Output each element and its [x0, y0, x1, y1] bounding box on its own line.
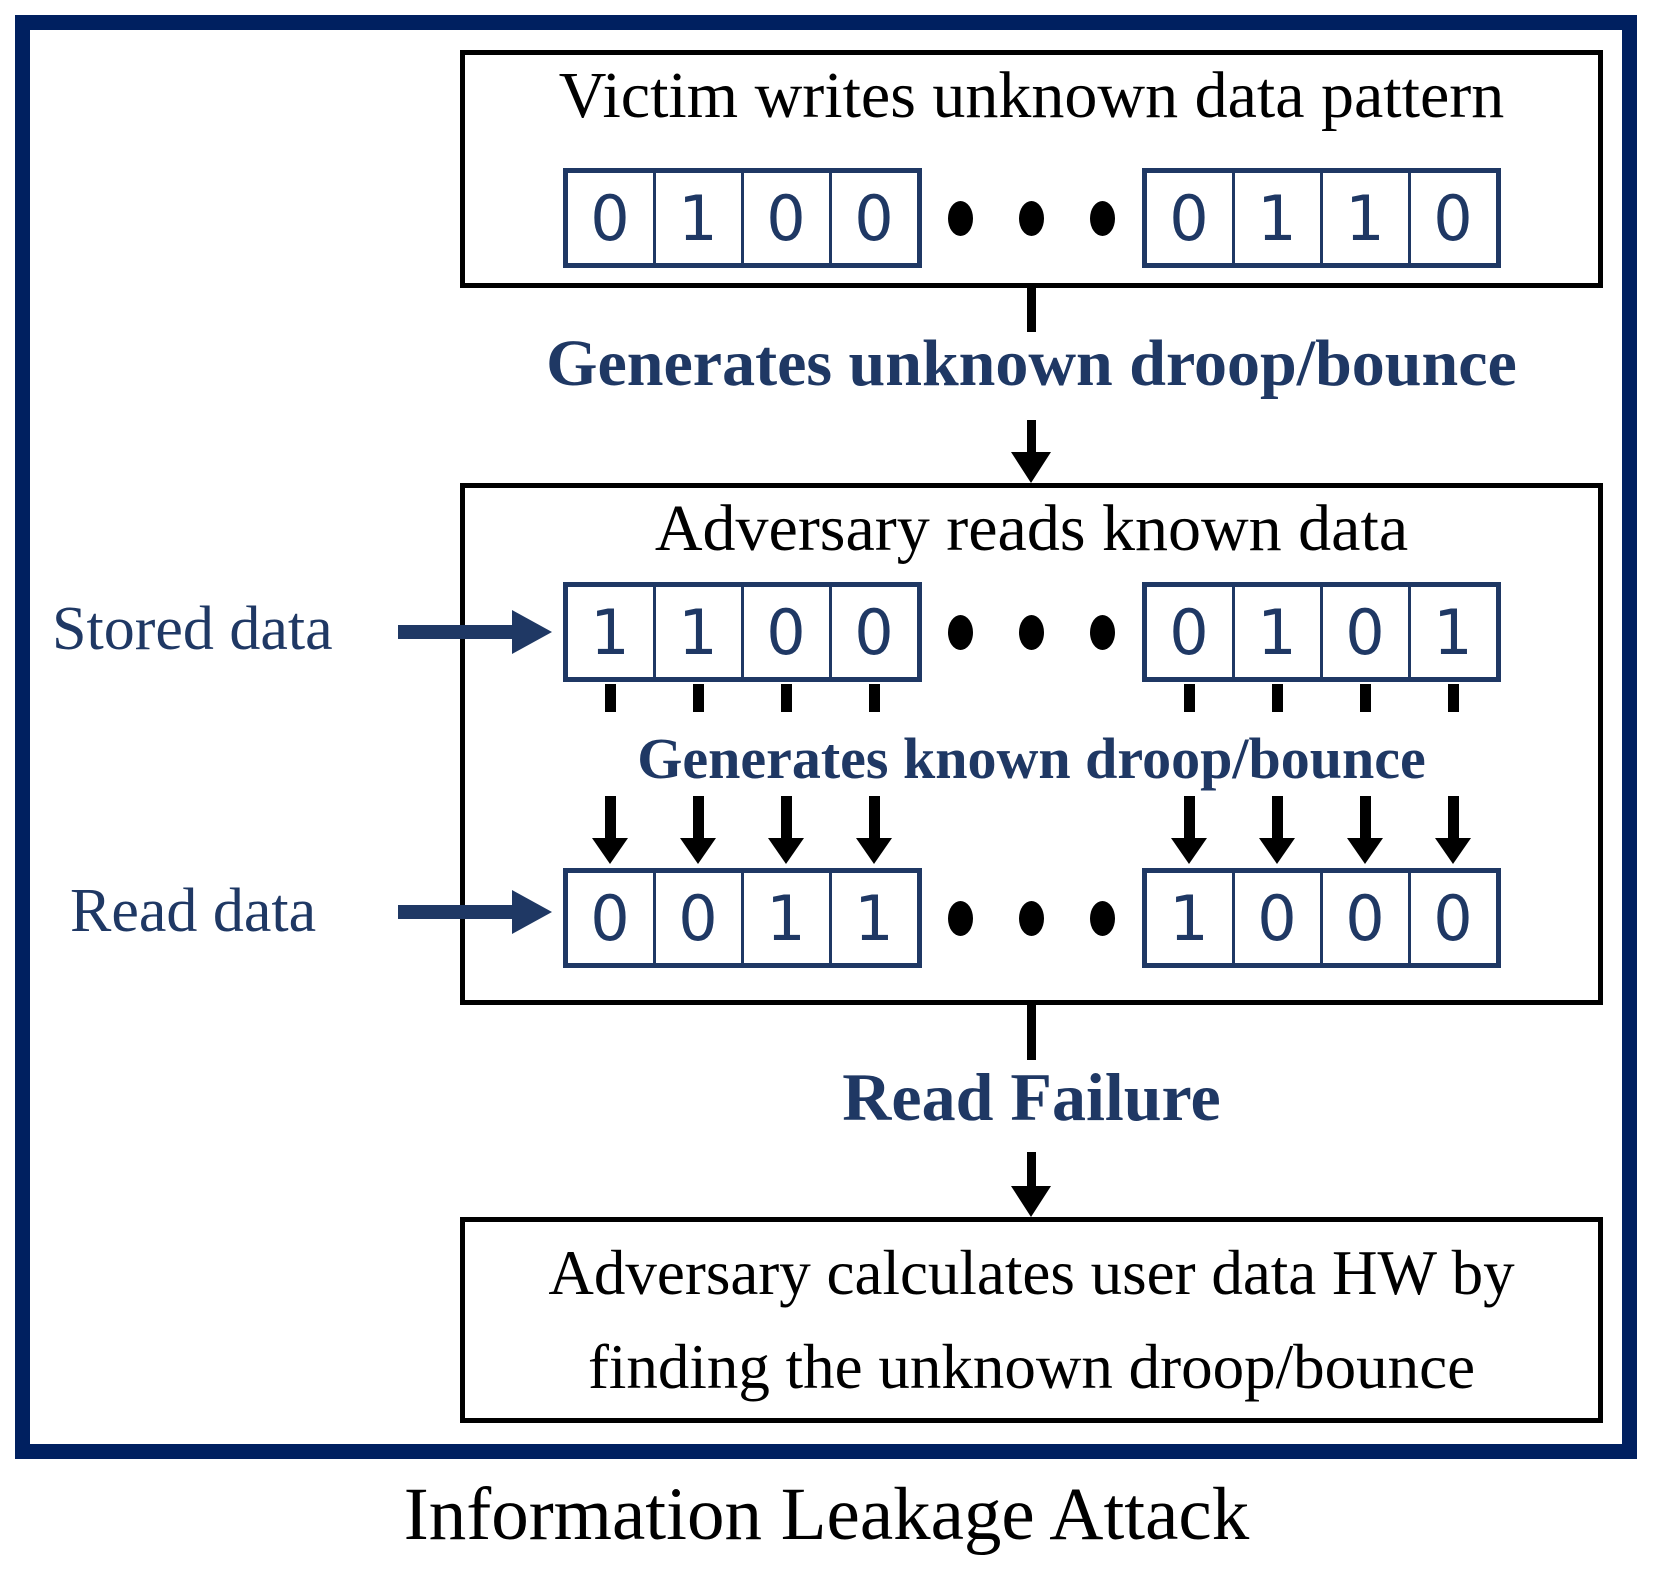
bit-cell: 0: [590, 181, 630, 255]
bit-cell: 0: [1407, 873, 1496, 963]
down-arrow-shaft: [1272, 796, 1283, 838]
bit-cell: 1: [740, 873, 829, 963]
tick-mark: [1272, 684, 1283, 712]
victim-bit-group-right: 0 1 1 0: [1141, 168, 1501, 268]
bit-cell: 1: [652, 173, 741, 263]
victim-bit-row: 0 1 0 0 0 1 1 0: [465, 168, 1598, 268]
bit-cell: 1: [1407, 587, 1496, 677]
tick-mark: [869, 684, 880, 712]
adversary-box: Adversary reads known data 1 1 0 0 0 1 0…: [460, 483, 1603, 1005]
dot: [1019, 200, 1044, 236]
dot: [1019, 900, 1044, 936]
bit-cell: 0: [652, 873, 741, 963]
bit-cell: 0: [1169, 595, 1209, 669]
result-line1: Adversary calculates user data HW by: [548, 1238, 1515, 1308]
dot: [948, 900, 973, 936]
bit-cell: 1: [1231, 587, 1320, 677]
flow1-arrowhead-icon: [1011, 452, 1051, 483]
result-box: Adversary calculates user data HW by fin…: [460, 1217, 1603, 1423]
bit-cell: 0: [740, 587, 829, 677]
bit-cell: 0: [1169, 181, 1209, 255]
bit-cell: 0: [590, 881, 630, 955]
stored-data-arrowhead-icon: [512, 610, 552, 654]
tick-mark: [1448, 684, 1459, 712]
bit-cell: 0: [1319, 873, 1408, 963]
down-arrowhead-icon: [856, 838, 892, 864]
read-bit-row: 0 0 1 1 1 0 0 0: [465, 868, 1598, 968]
down-arrowhead-icon: [592, 838, 628, 864]
stored-data-label: Stored data: [52, 595, 333, 663]
bit-cell: 0: [828, 173, 917, 263]
down-arrowhead-icon: [1171, 838, 1207, 864]
tick-mark: [781, 684, 792, 712]
bit-cell: 0: [1407, 173, 1496, 263]
tick-mark: [1360, 684, 1371, 712]
victim-box-title: Victim writes unknown data pattern: [558, 59, 1505, 132]
ellipsis-dots: [922, 900, 1142, 936]
read-data-label: Read data: [70, 877, 317, 945]
bit-cell: 1: [828, 873, 917, 963]
tick-mark: [605, 684, 616, 712]
stored-bit-group-left: 1 1 0 0: [562, 582, 922, 682]
bit-cell: 1: [1231, 173, 1320, 263]
flow2-arrowhead-icon: [1011, 1186, 1051, 1217]
down-arrowhead-icon: [1259, 838, 1295, 864]
known-droop-label: Generates known droop/bounce: [637, 726, 1426, 791]
stored-data-arrow-shaft: [398, 625, 514, 639]
adversary-box-title: Adversary reads known data: [654, 492, 1409, 565]
tick-mark: [693, 684, 704, 712]
flow2-arrow-shaft: [1027, 1152, 1036, 1188]
diagram-caption: Information Leakage Attack: [403, 1473, 1250, 1556]
outer-frame: [15, 15, 1637, 1459]
flow1-connector-line: [1027, 288, 1036, 332]
dot: [1090, 200, 1115, 236]
flow2-connector-line: [1027, 1005, 1036, 1060]
read-bit-group-left: 0 0 1 1: [562, 868, 922, 968]
bit-cell: 0: [1231, 873, 1320, 963]
down-arrowhead-icon: [768, 838, 804, 864]
result-line2: finding the unknown droop/bounce: [587, 1332, 1476, 1402]
stored-bit-row: 1 1 0 0 0 1 0 1: [465, 582, 1598, 682]
ellipsis-dots: [922, 200, 1142, 236]
down-arrow-shaft: [605, 796, 616, 838]
down-arrow-shaft: [1184, 796, 1195, 838]
flow1-label: Generates unknown droop/bounce: [546, 327, 1517, 400]
bit-cell: 1: [590, 595, 630, 669]
read-bit-group-right: 1 0 0 0: [1141, 868, 1501, 968]
tick-mark: [1184, 684, 1195, 712]
down-arrow-shaft: [1448, 796, 1459, 838]
read-failure-label: Read Failure: [842, 1059, 1221, 1135]
bit-cell: 0: [740, 173, 829, 263]
dot: [948, 200, 973, 236]
bit-cell: 1: [1319, 173, 1408, 263]
down-arrow-shaft: [869, 796, 880, 838]
bit-cell: 1: [1169, 881, 1209, 955]
stored-bit-group-right: 0 1 0 1: [1141, 582, 1501, 682]
victim-box: Victim writes unknown data pattern 0 1 0…: [460, 50, 1603, 288]
dot: [1090, 900, 1115, 936]
dot: [1019, 614, 1044, 650]
down-arrow-shaft: [693, 796, 704, 838]
ellipsis-dots: [922, 614, 1142, 650]
down-arrowhead-icon: [1435, 838, 1471, 864]
dot: [1090, 614, 1115, 650]
victim-bit-group-left: 0 1 0 0: [562, 168, 922, 268]
read-data-arrowhead-icon: [512, 890, 552, 934]
down-arrow-shaft: [781, 796, 792, 838]
bit-cell: 0: [828, 587, 917, 677]
flow1-arrow-shaft: [1027, 420, 1036, 454]
read-data-arrow-shaft: [398, 905, 514, 919]
bit-cell: 0: [1319, 587, 1408, 677]
down-arrowhead-icon: [680, 838, 716, 864]
down-arrow-shaft: [1360, 796, 1371, 838]
dot: [948, 614, 973, 650]
bit-cell: 1: [652, 587, 741, 677]
down-arrowhead-icon: [1347, 838, 1383, 864]
